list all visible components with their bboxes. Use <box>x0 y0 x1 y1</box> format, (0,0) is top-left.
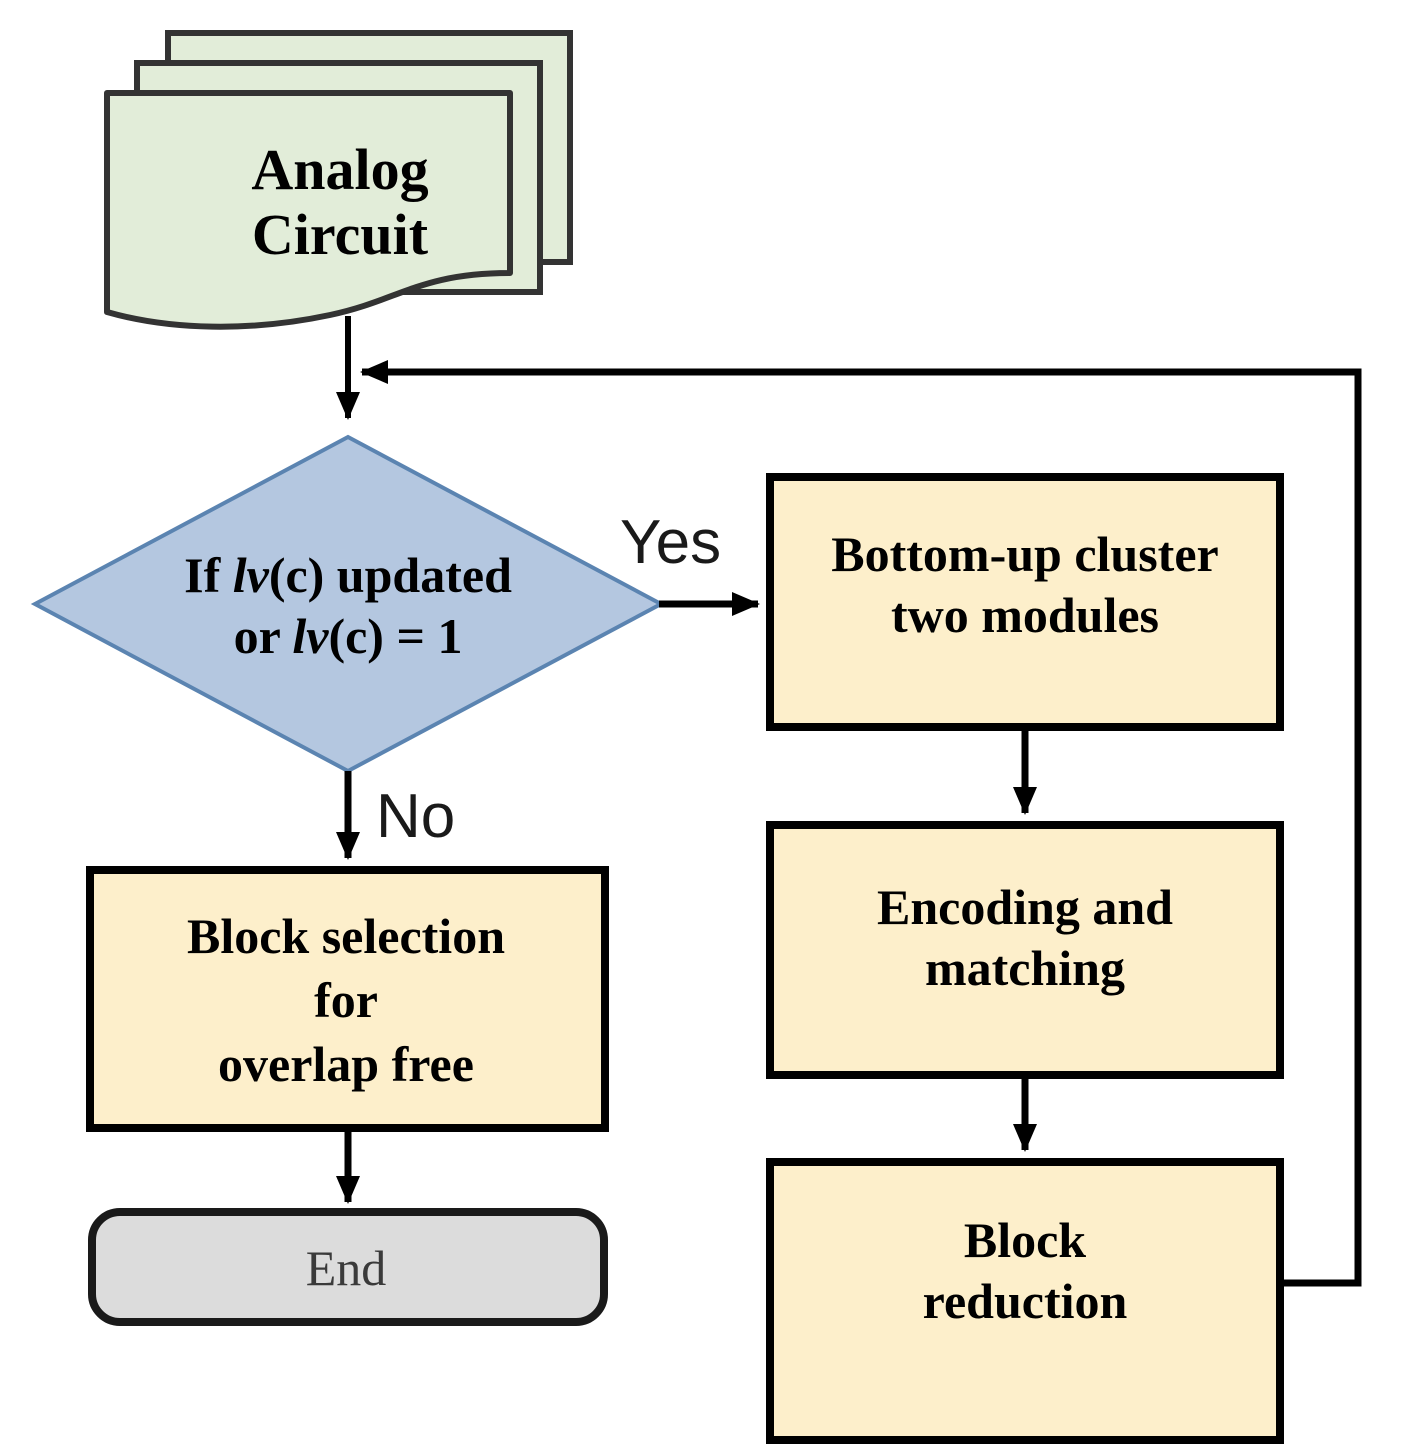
node-bottom-up-cluster[interactable] <box>766 473 1284 731</box>
node-end[interactable] <box>88 1208 608 1326</box>
node-encoding-matching[interactable] <box>766 821 1284 1079</box>
node-analog-circuit[interactable] <box>104 30 573 330</box>
document-sheet-front <box>104 90 513 330</box>
node-block-reduction[interactable] <box>766 1158 1284 1444</box>
node-block-selection[interactable] <box>86 866 609 1132</box>
edge-reduction-feedback-to-decision <box>360 360 1362 1287</box>
edge-label-yes: Yes <box>620 508 722 577</box>
end-terminator-shape <box>88 1208 608 1326</box>
block-reduction-box <box>766 1158 1284 1444</box>
bottom-up-cluster-box <box>766 473 1284 731</box>
edge-label-no: No <box>376 782 456 851</box>
decision-diamond-shape <box>30 434 666 774</box>
block-selection-box <box>86 866 609 1132</box>
node-decision[interactable] <box>30 434 666 774</box>
encoding-matching-box <box>766 821 1284 1079</box>
